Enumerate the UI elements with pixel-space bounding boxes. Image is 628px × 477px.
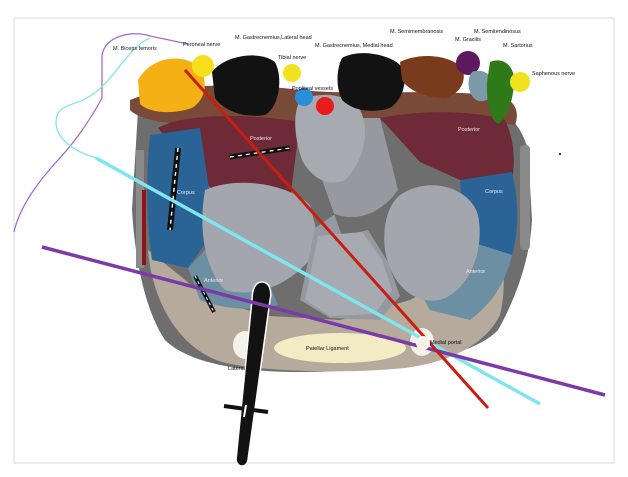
portal-intersection-marker bbox=[416, 336, 430, 350]
gastrocnemius-medial-head bbox=[338, 53, 405, 111]
label-semimembranosus: M. Semimembranosis bbox=[390, 29, 443, 35]
semimembranosus-muscle bbox=[400, 56, 464, 98]
stray-dot bbox=[559, 153, 561, 155]
label-anterior-lateral: Anterior bbox=[204, 278, 223, 284]
label-gastrocnemius-lateral: M. Gastrecnemius,Lateral head bbox=[235, 35, 312, 41]
label-corpus-lateral: Corpus bbox=[177, 190, 195, 196]
tibial-nerve-icon bbox=[283, 64, 301, 82]
label-patellar-ligament: Patellar Ligament bbox=[306, 346, 349, 352]
label-gracilis: M. Gracilis bbox=[455, 37, 481, 43]
label-medial-portal: Medial portal bbox=[430, 340, 462, 346]
label-saphenous-nerve: Saphenous nerve bbox=[532, 71, 575, 77]
label-lateral-portal: Lateral portal bbox=[228, 366, 260, 372]
label-peroneal-nerve: Peroneal nerve bbox=[183, 42, 220, 48]
label-posterior-lateral: Posterior bbox=[250, 136, 272, 142]
label-semitendinosus: M. Semitendinosus bbox=[474, 29, 521, 35]
label-popliteal-vessels: Popliteal vessels bbox=[292, 86, 333, 92]
label-corpus-medial: Corpus bbox=[485, 189, 503, 195]
saphenous-nerve-icon bbox=[510, 72, 530, 92]
label-tibial-nerve: Tibial nerve bbox=[278, 55, 306, 61]
label-sartorius: M. Sartorius bbox=[503, 43, 533, 49]
label-gastrocnemius-medial: M. Gastrecnemius, Medial head bbox=[315, 43, 393, 49]
peroneal-nerve-icon bbox=[192, 55, 214, 77]
label-biceps-femoris: M. Biceps femoris bbox=[113, 46, 157, 52]
label-posterior-medial: Posterior bbox=[458, 127, 480, 133]
popliteal-artery-icon bbox=[316, 97, 334, 115]
lateral-red-strip bbox=[142, 190, 146, 265]
medial-side-bar bbox=[520, 145, 530, 250]
label-anterior-medial: Anterior bbox=[466, 269, 485, 275]
